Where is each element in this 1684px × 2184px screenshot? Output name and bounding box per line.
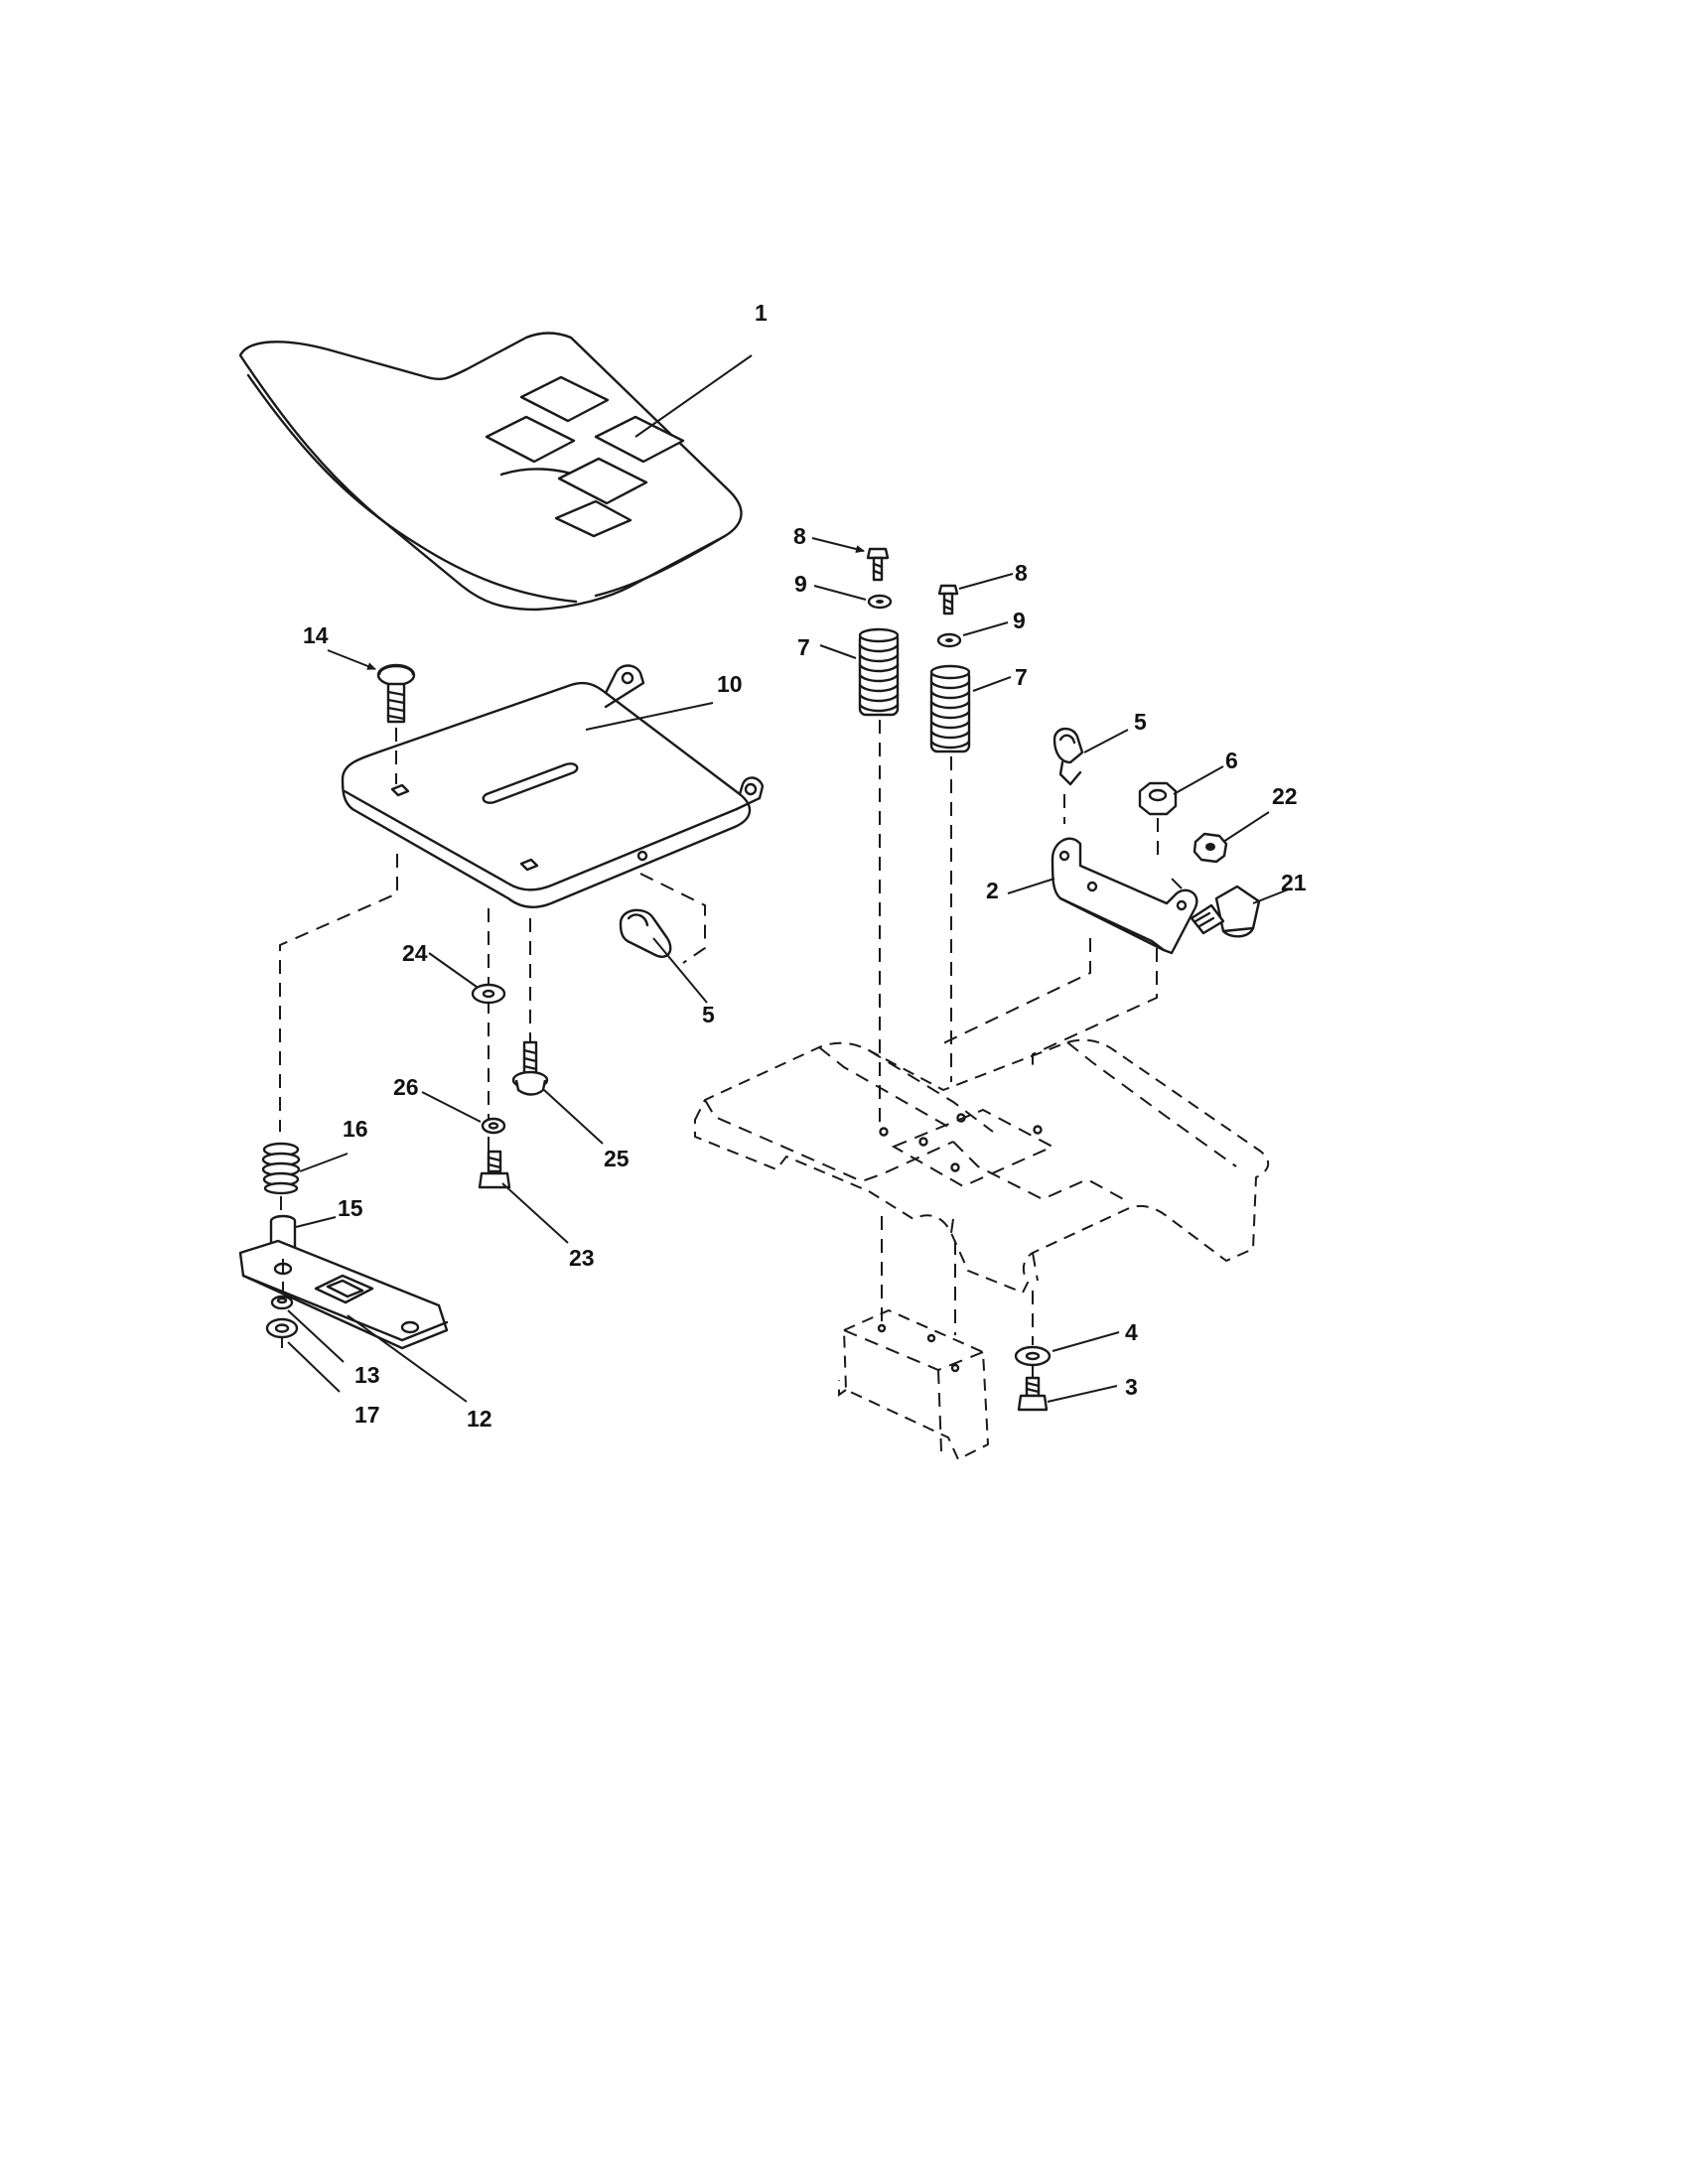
callout-14: 14 <box>303 622 329 648</box>
callout-8-right: 8 <box>1015 560 1028 586</box>
lock-nut-small <box>265 1317 341 1393</box>
callout-13: 13 <box>354 1362 380 1388</box>
fender-frame-outline <box>694 1038 1270 1294</box>
callout-17: 17 <box>354 1402 380 1428</box>
hex-bolt-seat <box>478 1150 569 1244</box>
hex-bolt-right <box>937 573 1014 615</box>
switch-bracket <box>1007 837 1198 955</box>
callout-12: 12 <box>467 1406 492 1432</box>
callout-3: 3 <box>1125 1374 1138 1400</box>
lock-nut-22 <box>1193 811 1270 864</box>
lock-washer <box>421 1091 506 1135</box>
shoulder-bolt-21 <box>1190 885 1292 938</box>
callout-7-right: 7 <box>1015 664 1028 690</box>
shoulder-bolt <box>511 1040 604 1145</box>
callout-16: 16 <box>343 1116 368 1142</box>
seat-grip-pads <box>485 375 685 538</box>
hex-bolt-left <box>811 537 890 582</box>
callout-9-right: 9 <box>1013 608 1026 633</box>
carriage-bolt <box>327 649 416 724</box>
callout-1: 1 <box>755 300 768 326</box>
callout-7-left: 7 <box>797 634 810 660</box>
seat <box>238 332 753 612</box>
callout-2: 2 <box>986 878 999 903</box>
callout-21: 21 <box>1281 870 1307 895</box>
callout-6: 6 <box>1225 748 1238 773</box>
callout-5-upper: 5 <box>1134 709 1147 735</box>
coil-spring-left <box>819 627 900 717</box>
callout-25: 25 <box>604 1146 630 1171</box>
seat-switch-clip-lower <box>619 873 708 1004</box>
callout-26: 26 <box>393 1074 419 1100</box>
flat-washer-4 <box>1014 1331 1120 1367</box>
hex-nut-6 <box>1138 765 1224 816</box>
callout-10: 10 <box>717 671 743 697</box>
frame-bracket-outline <box>838 1309 989 1460</box>
compression-spring-small <box>261 1142 349 1195</box>
callout-24: 24 <box>402 940 428 966</box>
callout-9-left: 9 <box>794 571 807 597</box>
seat-switch-clip-upper <box>1052 727 1129 786</box>
callout-23: 23 <box>569 1245 595 1271</box>
hex-nut-small <box>270 1295 345 1363</box>
callout-8-left: 8 <box>793 523 806 549</box>
coil-spring-right <box>929 664 1012 753</box>
callout-4: 4 <box>1125 1319 1138 1345</box>
washer-left <box>813 585 893 610</box>
callout-22: 22 <box>1272 783 1298 809</box>
hex-bolt-3 <box>1017 1376 1118 1412</box>
seat-pan <box>341 664 765 908</box>
washer-right <box>936 621 1009 648</box>
seat-adjust-plate <box>238 1239 468 1403</box>
flat-washer <box>428 952 506 1005</box>
callout-5-lower: 5 <box>702 1002 715 1027</box>
callout-15: 15 <box>338 1195 363 1221</box>
